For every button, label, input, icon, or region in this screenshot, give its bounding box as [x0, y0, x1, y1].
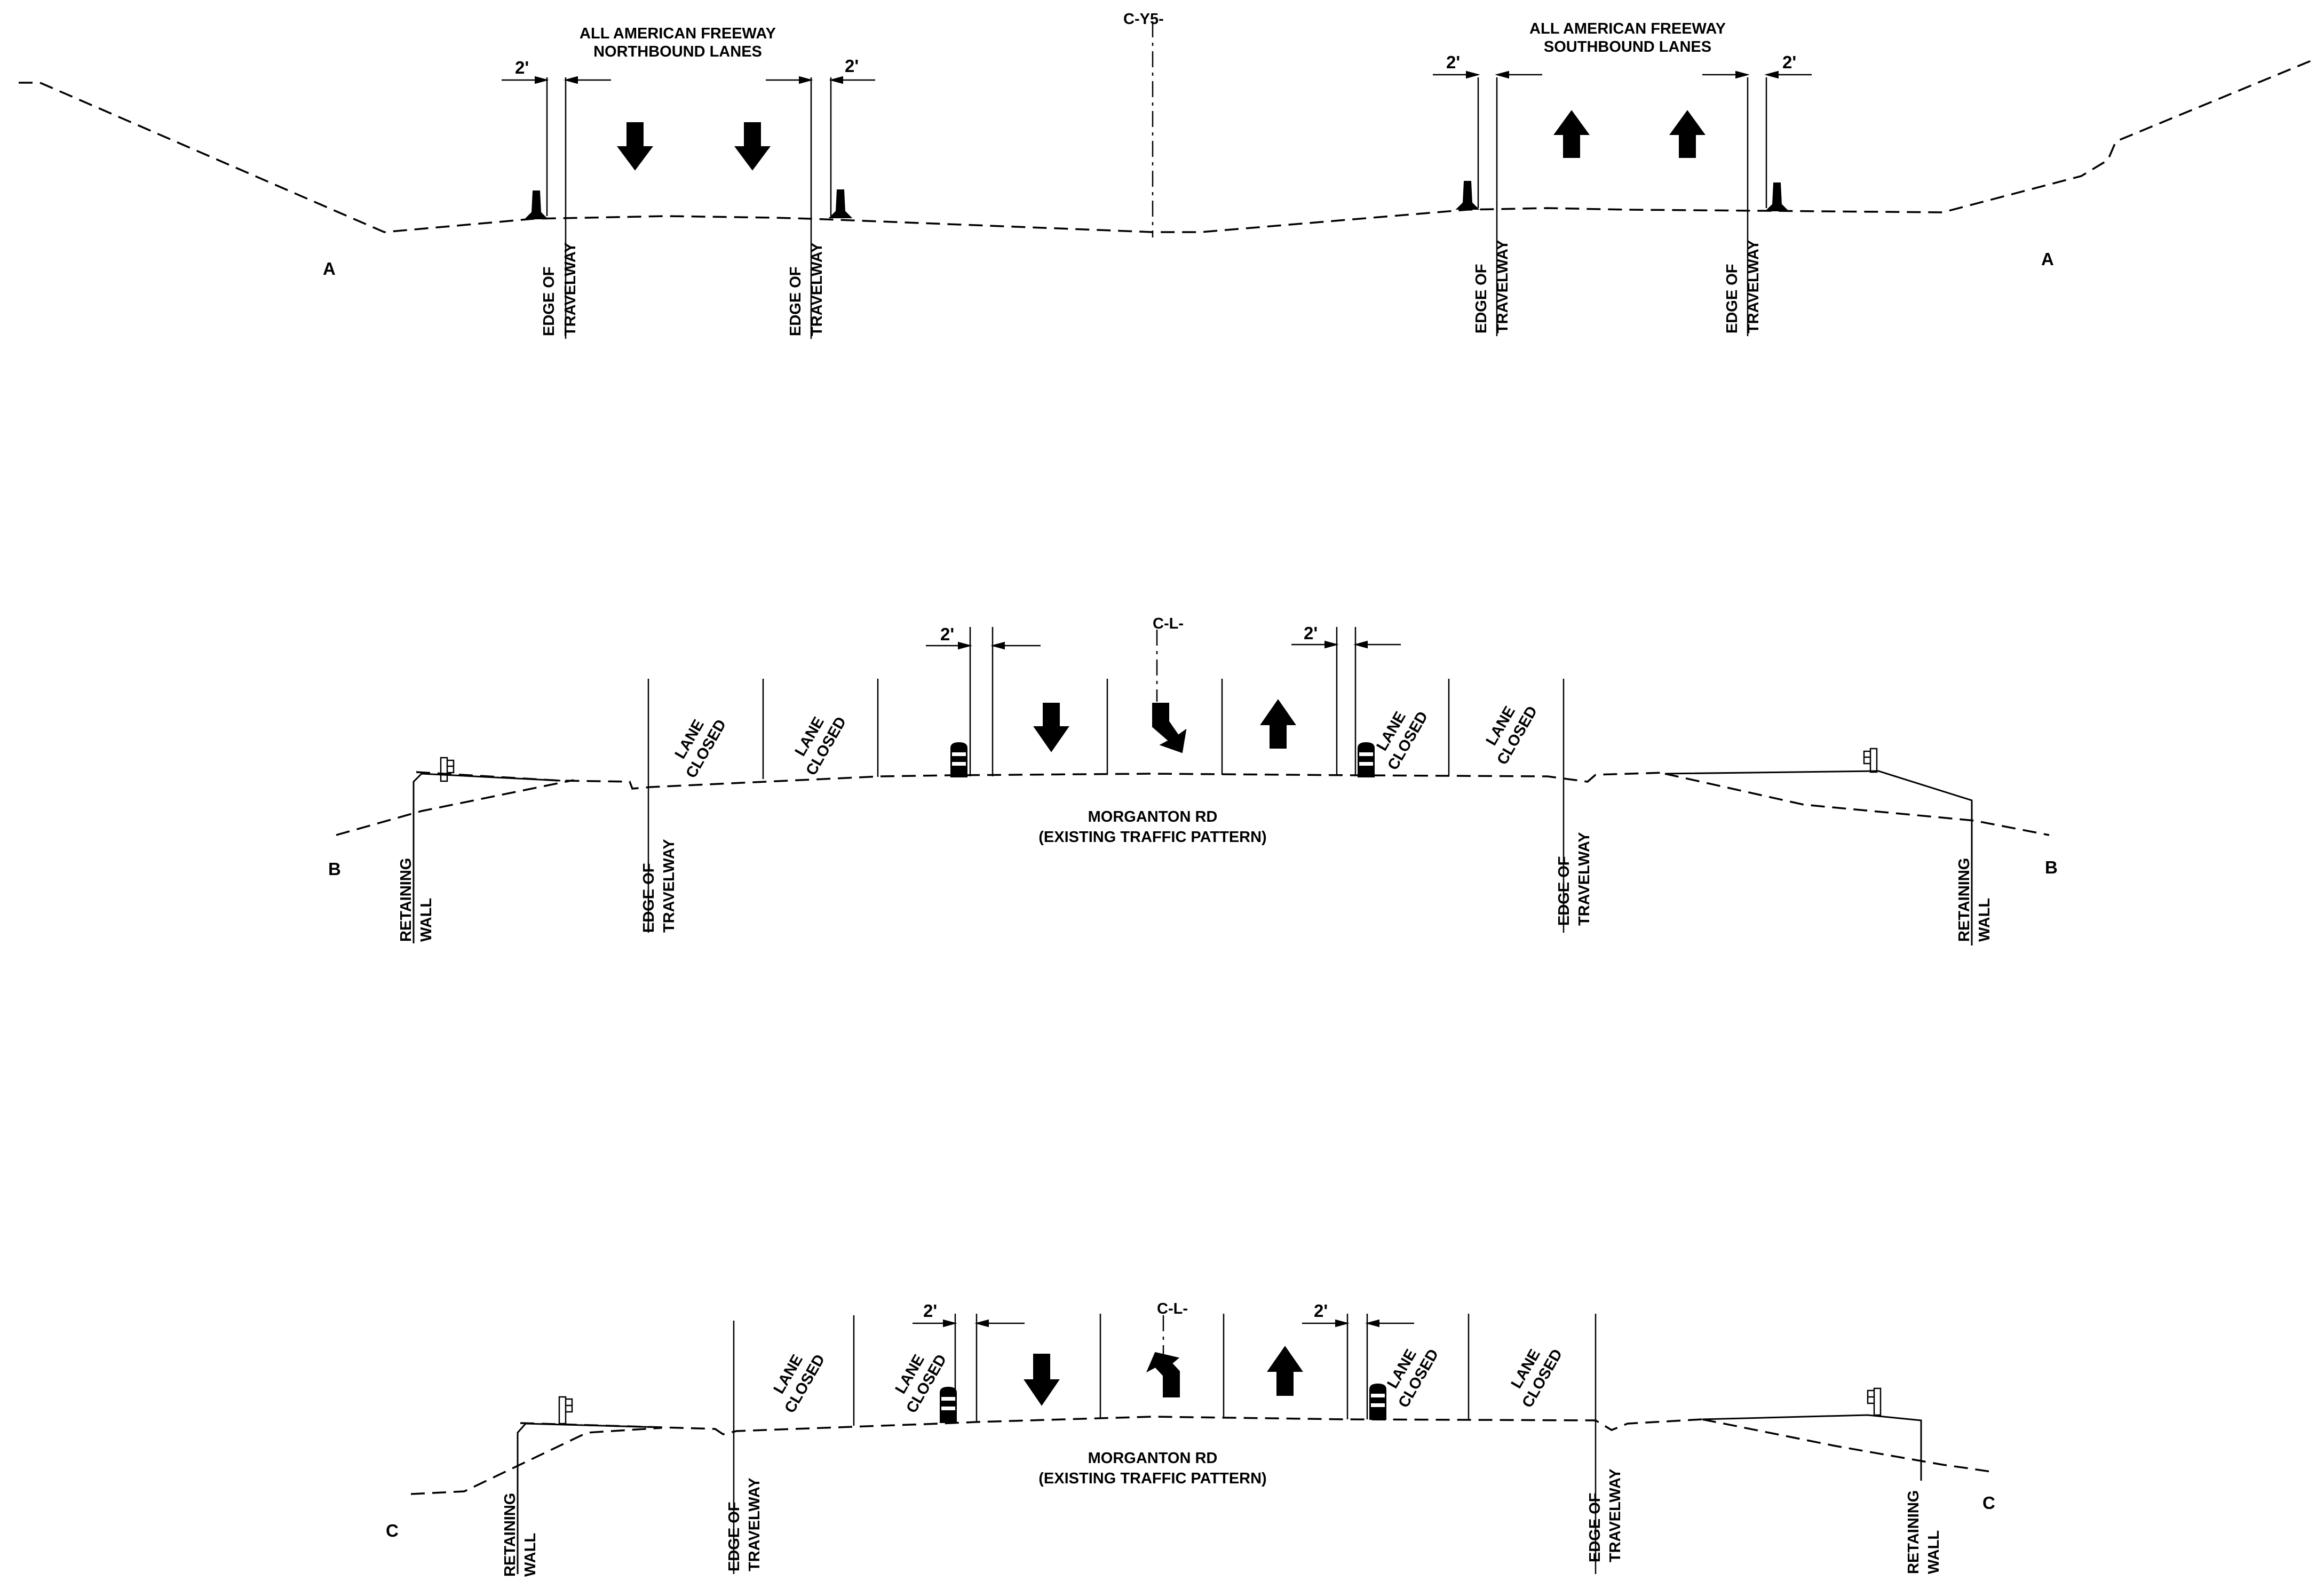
section-c-label-right: C	[1982, 1493, 1995, 1513]
concrete-barrier-icon	[524, 190, 549, 219]
arrow-up-icon	[1553, 110, 1590, 158]
section-b-label-right: B	[2045, 857, 2058, 877]
concrete-barrier-icon	[828, 189, 853, 218]
section-a-label-right: A	[2041, 249, 2054, 269]
section-c-retaining-wall-left	[517, 1423, 662, 1574]
arrow-up-icon	[1267, 1346, 1303, 1396]
section-c-centerline-label: C-L-	[1157, 1300, 1188, 1317]
section-a-northbound-title-2: NORTHBOUND LANES	[593, 43, 762, 60]
section-b-label-left: B	[328, 859, 341, 879]
section-a-offset-2: 2'	[845, 56, 859, 76]
traffic-drum-icon	[940, 1386, 957, 1423]
section-b-wall-label-2b: WALL	[1976, 898, 1993, 942]
section-c-offset-1: 2'	[923, 1301, 937, 1321]
arrow-merge-icon	[1146, 1352, 1180, 1397]
section-b-edge-label-2b: TRAVELWAY	[1576, 832, 1593, 926]
section-c-wall-label-1a: RETAINING	[502, 1493, 519, 1577]
section-b-retaining-wall-right	[1664, 770, 1973, 946]
arrow-down-icon	[1024, 1354, 1060, 1406]
section-a-edge-label-2a: EDGE OF	[787, 266, 804, 336]
section-c-road-title-2: (EXISTING TRAFFIC PATTERN)	[1038, 1470, 1266, 1487]
section-b-offset-1: 2'	[940, 624, 954, 644]
section-a-offset-4: 2'	[1782, 52, 1796, 72]
traffic-drum-icon	[1358, 742, 1375, 777]
guardrail-post-icon	[1863, 748, 1878, 773]
section-b-edge-label-1a: EDGE OF	[640, 863, 657, 933]
section-a: A A C-Y5- ALL AMERICAN FREEWAY NORTHBOUN…	[19, 11, 2317, 339]
arrow-down-icon	[1033, 703, 1069, 752]
traffic-drum-icon	[950, 742, 967, 777]
section-a-offset-3: 2'	[1446, 52, 1460, 72]
section-c-retaining-wall-right	[1702, 1414, 1922, 1481]
guardrail-post-icon	[440, 757, 455, 782]
section-c: C C C-L- 2' 2'	[386, 1300, 1995, 1577]
section-b-wall-label-1a: RETAINING	[398, 858, 415, 942]
guardrail-post-icon	[1867, 1387, 1882, 1416]
section-b-edge-label-2a: EDGE OF	[1556, 856, 1573, 926]
section-c-edge-label-1a: EDGE OF	[726, 1501, 743, 1571]
section-c-edge-label-2b: TRAVELWAY	[1607, 1468, 1624, 1562]
section-c-wall-label-2a: RETAINING	[1905, 1490, 1922, 1574]
arrow-up-icon	[1669, 110, 1706, 158]
section-a-edge-label-2b: TRAVELWAY	[808, 242, 826, 336]
section-a-edge-label-1a: EDGE OF	[541, 266, 558, 336]
section-c-wall-label-2b: WALL	[1925, 1530, 1942, 1574]
guardrail-post-icon	[558, 1396, 573, 1425]
arrow-down-icon	[734, 122, 771, 171]
section-a-northbound-title-1: ALL AMERICAN FREEWAY	[580, 25, 776, 42]
section-a-edge-label-4a: EDGE OF	[1724, 264, 1741, 333]
section-b-wall-label-1b: WALL	[418, 898, 435, 942]
section-c-road-title-1: MORGANTON RD	[1088, 1450, 1218, 1467]
section-b-offset-2: 2'	[1304, 623, 1318, 643]
concrete-barrier-icon	[1765, 182, 1789, 211]
traffic-drum-icon	[1369, 1383, 1386, 1420]
section-b-wall-label-2a: RETAINING	[1956, 858, 1973, 942]
section-b-roadway-surface	[416, 771, 1665, 790]
arrow-merge-icon	[1152, 703, 1187, 753]
section-a-edge-label-3b: TRAVELWAY	[1494, 240, 1511, 333]
section-a-centerline-label: C-Y5-	[1123, 11, 1164, 28]
arrow-down-icon	[617, 122, 653, 171]
section-c-label-left: C	[386, 1521, 399, 1540]
section-a-edge-label-3a: EDGE OF	[1473, 264, 1490, 333]
section-c-roadway-surface	[520, 1416, 1703, 1435]
section-b-centerline-label: C-L-	[1153, 615, 1184, 632]
section-a-southbound-title-1: ALL AMERICAN FREEWAY	[1529, 20, 1726, 37]
section-c-edge-label-2a: EDGE OF	[1587, 1492, 1604, 1562]
section-c-edge-label-1b: TRAVELWAY	[746, 1477, 763, 1571]
section-a-edge-label-1b: TRAVELWAY	[562, 242, 579, 336]
section-b-edge-label-1b: TRAVELWAY	[661, 839, 678, 933]
section-a-southbound-title-2: SOUTHBOUND LANES	[1544, 38, 1711, 55]
section-a-edge-label-4b: TRAVELWAY	[1745, 240, 1762, 333]
section-a-offset-1: 2'	[515, 58, 529, 77]
arrow-up-icon	[1260, 699, 1296, 749]
section-b-retaining-wall-left	[413, 773, 561, 943]
section-c-offset-2: 2'	[1314, 1301, 1328, 1321]
section-b-road-title-2: (EXISTING TRAFFIC PATTERN)	[1038, 829, 1266, 846]
section-c-wall-label-1b: WALL	[522, 1533, 539, 1577]
concrete-barrier-icon	[1455, 181, 1480, 210]
section-a-ground-line	[19, 58, 2317, 233]
section-a-label-left: A	[323, 259, 336, 279]
section-b: B B C-L- 2' 2'	[328, 615, 2058, 946]
section-b-road-title-1: MORGANTON RD	[1088, 808, 1218, 825]
